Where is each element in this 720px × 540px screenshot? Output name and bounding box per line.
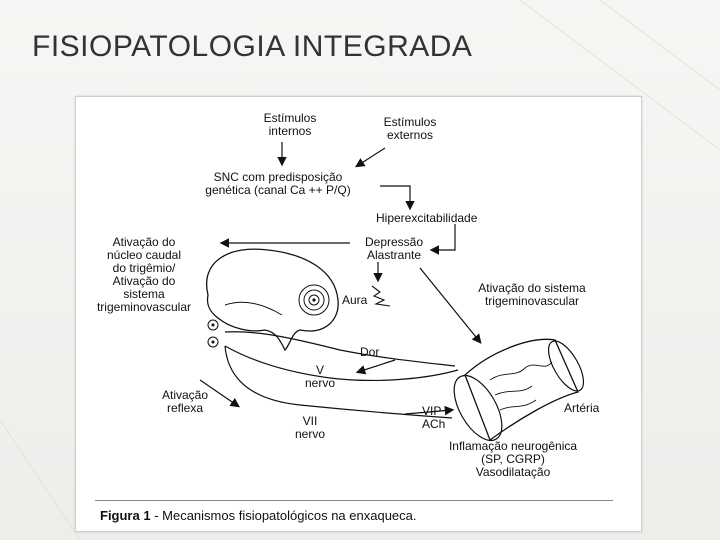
arrow-external-to-cns — [354, 147, 386, 168]
arrow-reflex — [199, 379, 240, 408]
label-hyperexcitability: Hiperexcitabilidade — [376, 211, 478, 225]
nucleus-dot-upper-core — [211, 323, 215, 327]
arrow-pain — [355, 359, 396, 375]
aura-circle-core — [312, 298, 316, 302]
label-caudal-nucleus-activation: Ativação do núcleo caudal do trigêmio/ A… — [96, 235, 192, 314]
nucleus-dot-lower — [207, 336, 219, 348]
figure-panel — [75, 96, 642, 532]
label-spreading-depression: Depressão Alastrante — [364, 235, 424, 262]
caption-divider — [95, 500, 613, 501]
brain-outline — [206, 248, 339, 352]
label-artery: Artéria — [564, 401, 600, 415]
artery-end-right — [547, 340, 585, 392]
arrow-cns-to-hyperexcitability — [380, 185, 415, 211]
aura-circle-inner — [308, 294, 320, 306]
aura-circle-mid — [303, 289, 325, 311]
label-aura: Aura — [342, 293, 368, 307]
arrow-to-trigeminovascular — [419, 267, 482, 344]
caption-prefix: Figura 1 — [100, 508, 151, 523]
label-pain: Dor — [360, 345, 380, 359]
arrow-hyper-to-depression — [429, 224, 456, 255]
artery-body — [464, 338, 579, 442]
slide-title: FISIOPATOLOGIA INTEGRADA — [32, 30, 473, 63]
label-vip-ach: VIP ACh — [422, 404, 446, 431]
label-nerve-vii: VII nervo — [294, 414, 326, 441]
artery-nerve-fibers — [489, 361, 553, 411]
label-reflex-activation: Ativação reflexa — [161, 388, 209, 415]
brain-fold — [224, 301, 283, 316]
label-external-stimuli: Estímulos externos — [383, 115, 437, 142]
nucleus-dot-upper — [207, 319, 219, 331]
nucleus-dot-lower-core — [211, 340, 215, 344]
nerve-v-path — [224, 331, 456, 367]
label-trigeminovascular-activation: Ativação do sistema trigeminovascular — [478, 281, 586, 308]
label-cns-predisposition: SNC com predisposição genética (canal Ca… — [205, 170, 351, 197]
aura-zigzag — [371, 285, 391, 307]
caption-text: - Mecanismos fisiopatológicos na enxaque… — [150, 508, 417, 523]
label-neurogenic-inflammation: Inflamação neurogênica (SP, CGRP) Vasodi… — [448, 439, 578, 479]
label-nerve-v: V nervo — [304, 363, 336, 390]
nerve-vii-path — [224, 345, 453, 419]
aura-circle-outer — [298, 284, 330, 316]
nerve-v-path-lower — [224, 345, 459, 382]
artery-end-left — [453, 374, 503, 442]
arrow-vip-ach — [404, 405, 455, 416]
figure-caption: Figura 1 - Mecanismos fisiopatológicos n… — [100, 508, 417, 523]
label-internal-stimuli: Estímulos internos — [263, 111, 317, 138]
